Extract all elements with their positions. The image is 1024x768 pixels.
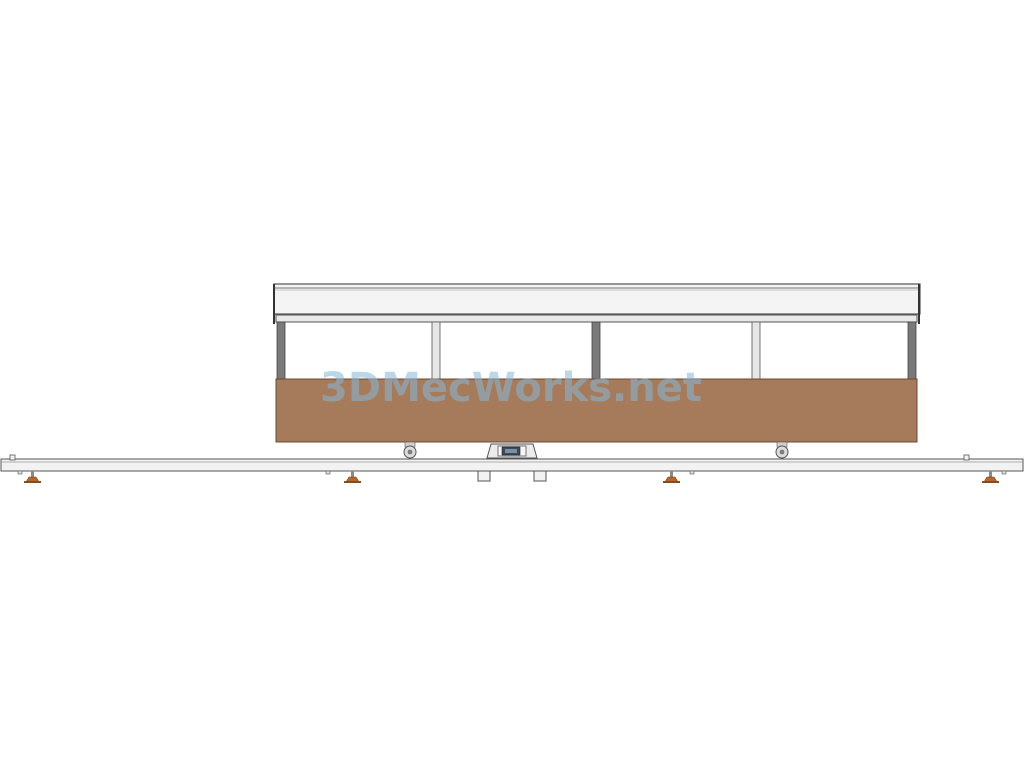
leveling-foot (24, 471, 41, 483)
post (751, 321, 761, 380)
posts (276, 321, 917, 380)
wheels (403, 441, 789, 459)
drive-unit (486, 443, 538, 459)
watermark-text: 3DMecWorks.net (320, 365, 702, 411)
support-bar (275, 314, 918, 323)
leveling-foot (982, 471, 999, 483)
post (907, 321, 917, 380)
leveling-foot (344, 471, 361, 483)
wheel (403, 441, 417, 459)
leveling-foot (663, 471, 680, 483)
wheel (775, 441, 789, 459)
top-tube (273, 283, 921, 324)
side-panel (275, 378, 918, 443)
post (276, 321, 286, 380)
base-rail (0, 454, 1024, 482)
leveling-feet (24, 471, 999, 483)
